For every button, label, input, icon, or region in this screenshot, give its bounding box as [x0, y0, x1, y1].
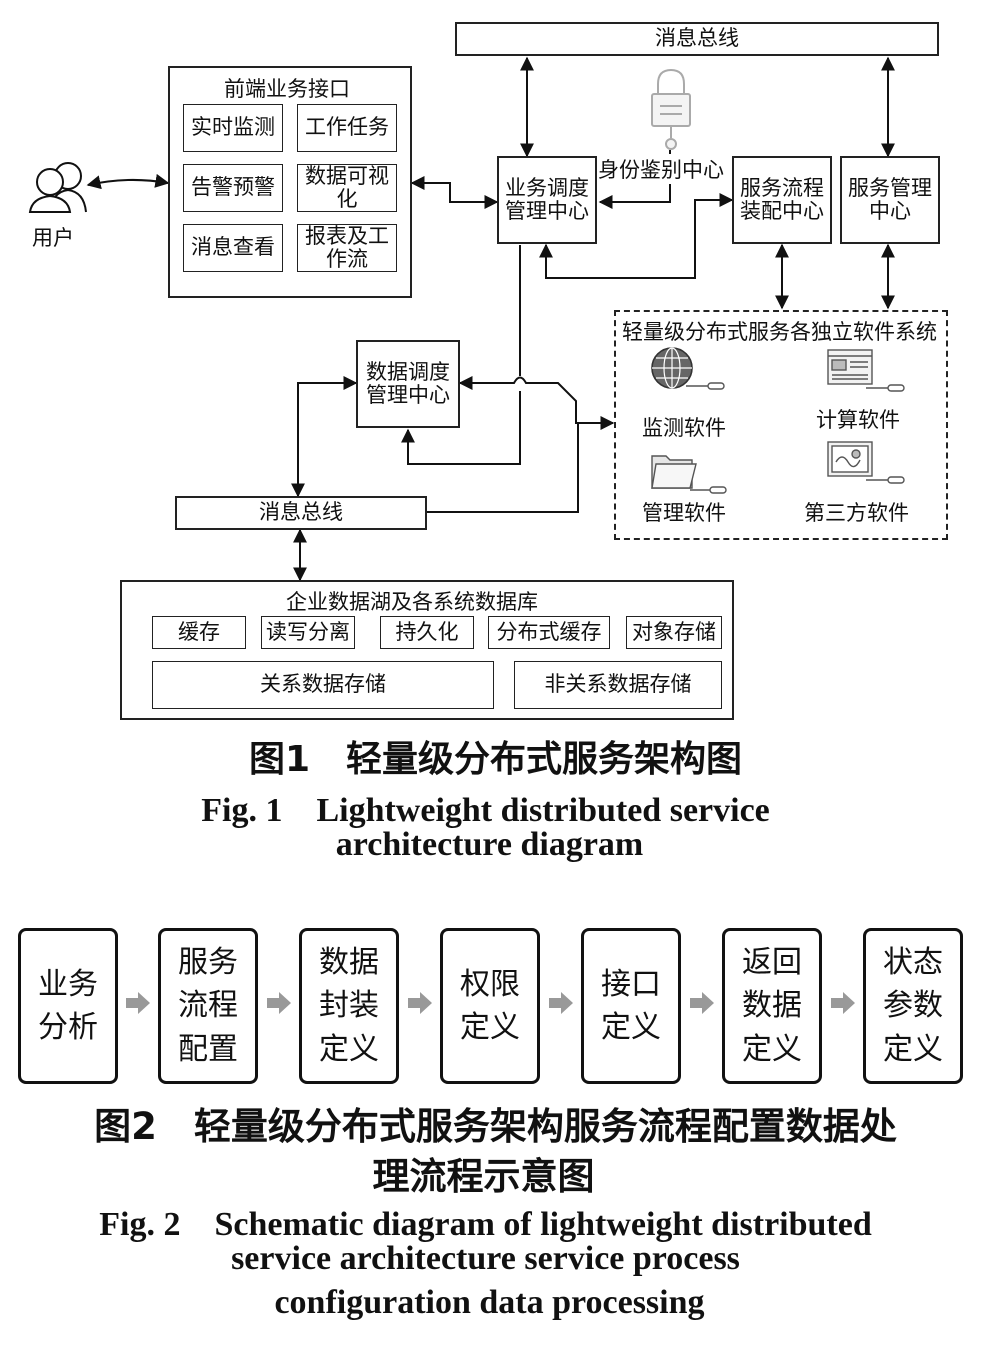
front-interface-title: 前端业务接口 — [224, 77, 350, 101]
step-arrow-1 — [126, 992, 150, 1014]
step-arrow-6 — [831, 992, 855, 1014]
monitor-software-label: 监测软件 — [642, 416, 726, 440]
step-business-analysis: 业务分析 — [18, 928, 118, 1084]
storage-object: 对象存储 — [626, 616, 722, 649]
biz-scheduler-box: 业务调度管理中心 — [497, 156, 597, 244]
service-mgmt-box: 服务管理中心 — [840, 156, 940, 244]
user-label: 用户 — [32, 226, 74, 250]
front-item-report-workflow: 报表及工作流 — [297, 224, 397, 272]
globe-icon — [650, 346, 726, 400]
message-bus-top: 消息总线 — [455, 22, 939, 56]
front-item-message-view: 消息查看 — [183, 224, 283, 272]
front-item-alarm: 告警预警 — [183, 164, 283, 212]
step-status-parameter-definition: 状态参数定义 — [863, 928, 963, 1084]
front-item-visualization: 数据可视化 — [297, 164, 397, 212]
certificate-icon — [826, 440, 908, 494]
step-permission-definition: 权限定义 — [440, 928, 540, 1084]
storage-rw-split: 读写分离 — [261, 616, 355, 649]
connector-lines — [86, 56, 895, 582]
fig1-caption-en-line1: Fig. 1 Lightweight distributed service — [201, 792, 770, 829]
fig2-caption-en-line1: Fig. 2 Schematic diagram of lightweight … — [99, 1206, 872, 1243]
lock-icon — [646, 66, 696, 156]
step-arrows — [126, 992, 855, 1014]
fig2-caption-zh-line2: 理流程示意图 — [372, 1155, 595, 1198]
step-interface-definition: 接口定义 — [581, 928, 681, 1084]
window-icon — [826, 348, 908, 402]
step-arrow-2 — [267, 992, 291, 1014]
message-bus-bottom: 消息总线 — [175, 496, 427, 530]
front-item-realtime-monitor: 实时监测 — [183, 104, 283, 152]
step-return-data-definition: 返回数据定义 — [722, 928, 822, 1084]
fig2-caption-en-line3: configuration data processing — [274, 1284, 705, 1321]
fig1-caption-en-line2: architecture diagram — [335, 826, 644, 863]
step-arrow-5 — [690, 992, 714, 1014]
step-data-encapsulation: 数据封装定义 — [299, 928, 399, 1084]
storage-relational: 关系数据存储 — [152, 661, 494, 709]
fig2-caption-zh-line1: 图2 轻量级分布式服务架构服务流程配置数据处 — [94, 1105, 897, 1148]
folder-icon — [650, 448, 730, 502]
user-icon — [26, 156, 88, 218]
step-service-flow-config: 服务流程配置 — [158, 928, 258, 1084]
storage-nonrelational: 非关系数据存储 — [514, 661, 722, 709]
datalake-title: 企业数据湖及各系统数据库 — [286, 590, 538, 614]
independent-systems-panel — [614, 310, 948, 540]
fig2-caption-en-line2: service architecture service process — [231, 1240, 740, 1277]
compute-software-label: 计算软件 — [816, 408, 900, 432]
service-flow-box: 服务流程装配中心 — [732, 156, 832, 244]
data-scheduler-box: 数据调度管理中心 — [356, 340, 460, 428]
management-software-label: 管理软件 — [642, 501, 726, 525]
storage-distributed-cache: 分布式缓存 — [488, 616, 610, 649]
storage-cache: 缓存 — [152, 616, 246, 649]
fig1-caption-zh: 图1 轻量级分布式服务架构图 — [248, 739, 743, 780]
front-item-work-task: 工作任务 — [297, 104, 397, 152]
step-arrow-4 — [549, 992, 573, 1014]
third-party-software-label: 第三方软件 — [804, 501, 909, 525]
storage-persistence: 持久化 — [380, 616, 474, 649]
independent-systems-title: 轻量级分布式服务各独立软件系统 — [622, 320, 937, 344]
identity-center-label: 身份鉴别中心 — [598, 154, 724, 184]
step-arrow-3 — [408, 992, 432, 1014]
